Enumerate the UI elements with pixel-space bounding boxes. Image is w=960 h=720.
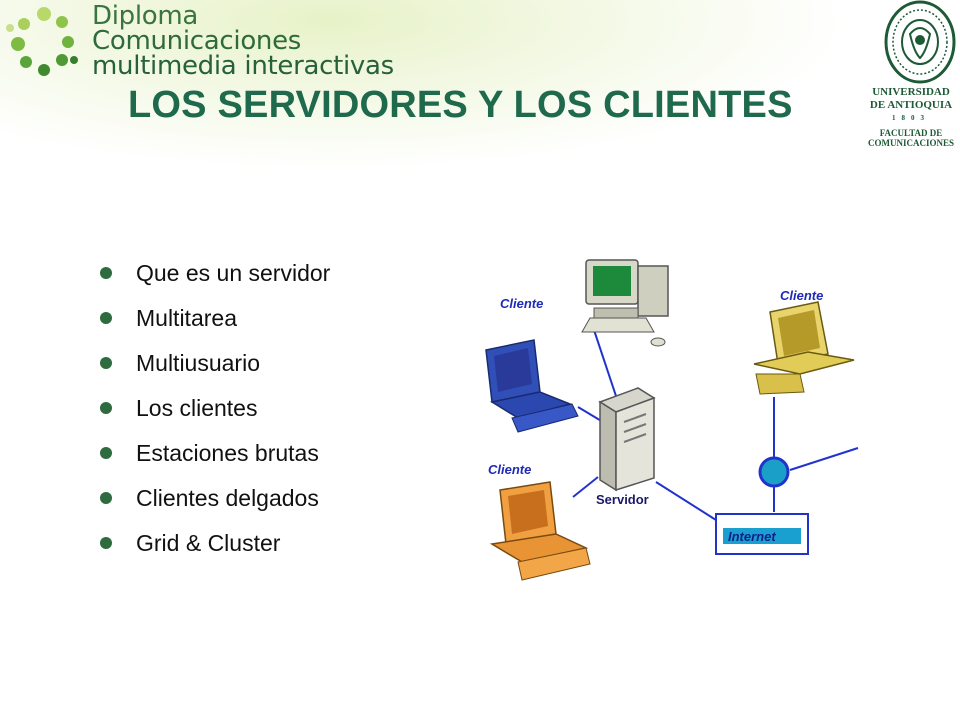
university-seal-icon [884,0,956,84]
bullet-dot-icon [100,402,112,414]
bullet-dot-icon [100,267,112,279]
list-item: Grid & Cluster [100,522,330,567]
university-year: 1803 [892,114,930,122]
client-server-diagram: Cliente Cliente Cliente Servidor Interne… [485,259,859,581]
list-item: Multitarea [100,297,330,342]
client-computer-bottom-icon [489,481,591,581]
diploma-logo-icon [6,7,78,76]
network-hub-icon [758,456,790,488]
list-item-text: Multitarea [136,305,237,331]
bullet-dot-icon [100,357,112,369]
brand-line-2: Comunicaciones [92,26,302,56]
university-name-line-2: DE ANTIOQUIA [869,99,953,111]
list-item-text: Los clientes [136,395,258,421]
university-name-line-1: UNIVERSIDAD [872,86,950,98]
client-computer-left-icon [485,339,579,433]
university-name: UNIVERSIDAD DE ANTIOQUIA 1803 FACULTAD D… [862,86,960,148]
list-item-text: Que es un servidor [136,260,331,286]
internet-label: Internet [728,529,776,544]
faculty-line-2: COMUNICACIONES [867,138,954,148]
bullet-dot-icon [100,447,112,459]
server-tower-icon [598,387,656,492]
slide-title: LOS SERVIDORES Y LOS CLIENTES [128,84,793,126]
bullet-dot-icon [100,537,112,549]
list-item: Clientes delgados [100,477,330,522]
list-item-text: Grid & Cluster [136,530,281,556]
internet-label-background [723,528,801,544]
header-background [0,0,960,210]
bullet-dot-icon [100,312,112,324]
list-item: Que es un servidor [100,252,330,297]
brand-line-1: Diploma [92,1,199,31]
network-lines [572,326,859,521]
client-label-left-bottom: Cliente [488,462,531,477]
list-item-text: Estaciones brutas [136,440,319,466]
topic-list: Que es un servidor Multitarea Multiusuar… [100,252,330,567]
diploma-brand-text: Diploma Comunicaciones multimedia intera… [92,1,394,81]
list-item-text: Multiusuario [136,350,260,376]
list-item: Multiusuario [100,342,330,387]
client-label-right-top: Cliente [780,288,823,303]
client-computer-right-icon [753,301,855,395]
client-label-left-top: Cliente [500,296,543,311]
faculty-line-1: FACULTAD DE [879,128,943,138]
brand-line-3: multimedia interactivas [92,51,394,81]
list-item: Estaciones brutas [100,432,330,477]
list-item: Los clientes [100,387,330,432]
list-item-text: Clientes delgados [136,485,319,511]
bullet-dot-icon [100,492,112,504]
client-computer-top-icon [581,259,669,347]
server-label: Servidor [596,492,649,507]
